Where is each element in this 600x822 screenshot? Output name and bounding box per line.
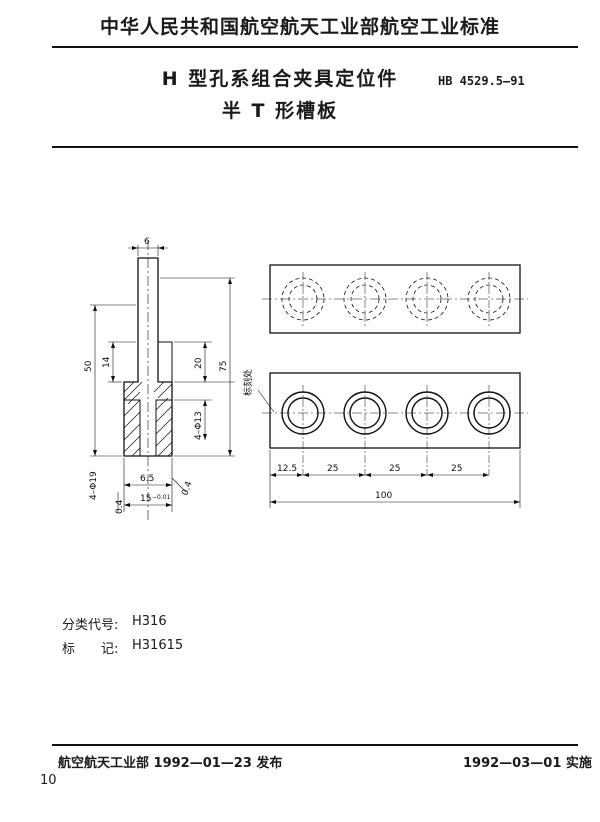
side-view — [90, 240, 235, 520]
classification-code-value: H316 — [132, 614, 167, 629]
dim-angle: 0.4 — [180, 480, 194, 497]
dim-20: 20 — [194, 357, 204, 369]
marking-label: 标 记: — [62, 642, 119, 657]
dim-14: 14 — [102, 356, 112, 368]
standard-organization-header: 中华人民共和国航空航天工业部航空工业标准 — [99, 16, 500, 38]
dim-100: 100 — [375, 491, 392, 501]
marking-value: H31615 — [132, 638, 184, 653]
page-number: 10 — [40, 773, 57, 788]
dim-15: 15 — [140, 494, 151, 504]
dim-hole-large: 4–Φ19 — [89, 471, 99, 500]
dim-75: 75 — [219, 361, 229, 372]
effective-date: 1992—03—01 实施 — [463, 756, 592, 771]
dim-12-5: 12.5 — [277, 464, 297, 474]
dim-50: 50 — [84, 360, 94, 372]
dim-25-c: 25 — [451, 464, 462, 474]
marking-location-label: 标刻处 — [242, 369, 254, 396]
footer-rule — [52, 744, 578, 746]
dim-hole-small: 4–Φ13 — [194, 411, 204, 440]
issue-date: 航空航天工业部 1992—01—23 发布 — [58, 756, 283, 771]
dim-6-5: 6.5 — [140, 474, 154, 484]
dim-slope: 0.4 — [115, 499, 125, 514]
dim-15-tolerance: −0.01 — [152, 494, 171, 501]
document-title-line2: 半 T 形槽板 — [221, 100, 339, 122]
dim-25-b: 25 — [389, 464, 400, 474]
classification-code-label: 分类代号: — [62, 618, 119, 633]
top-view — [262, 264, 528, 334]
dim-6: 6 — [144, 237, 150, 247]
title-rule — [52, 146, 578, 148]
header-rule — [52, 46, 578, 48]
dim-25-a: 25 — [327, 464, 338, 474]
standard-code: HB 4529.5—91 — [438, 74, 525, 88]
technical-drawing: 6 50 14 20 75 4–Φ13 4–Φ19 6.5 15 −0.01 0… — [84, 237, 528, 520]
document-title-line1: H 型孔系组合夹具定位件 — [161, 68, 399, 90]
bottom-view — [257, 372, 528, 508]
